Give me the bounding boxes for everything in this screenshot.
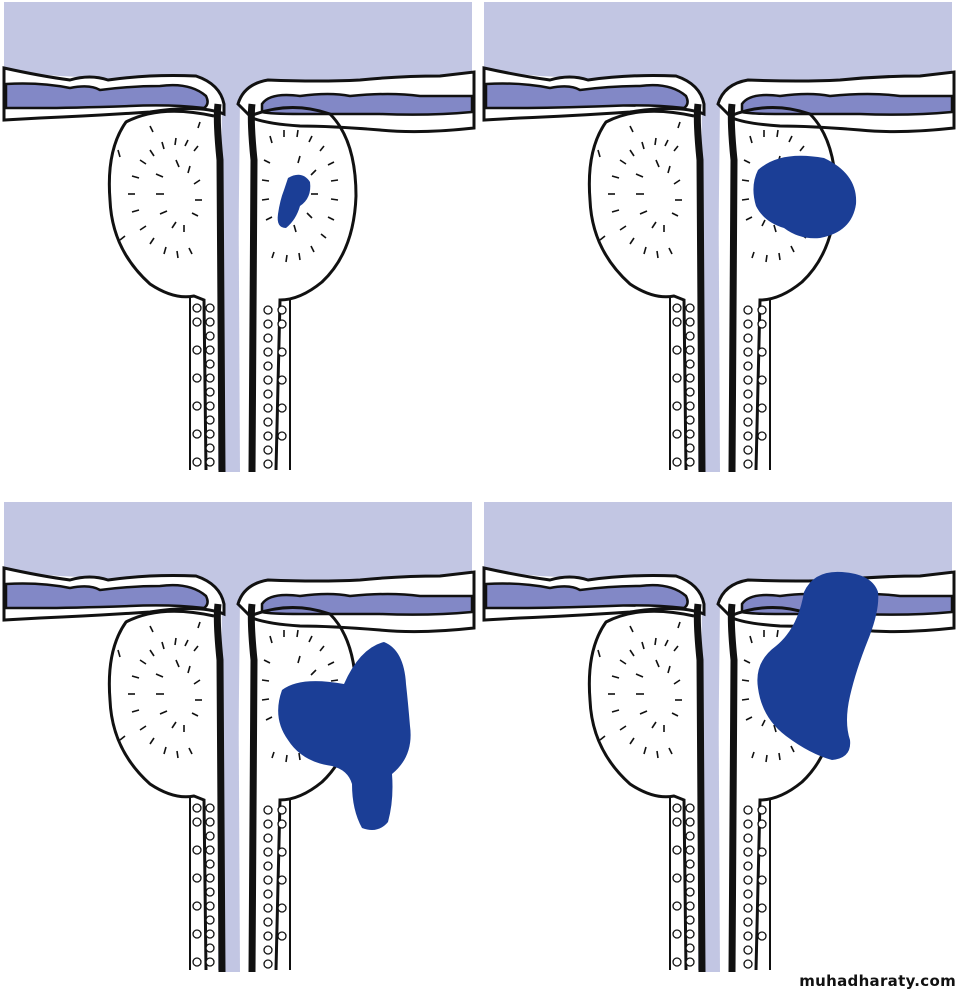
anatomy-diagram-3 xyxy=(0,500,476,982)
anatomy-diagram-1 xyxy=(0,0,476,482)
tumor-3 xyxy=(278,642,411,830)
anatomy-diagram-2 xyxy=(480,0,956,482)
tumor-4 xyxy=(757,571,879,760)
tumor-1 xyxy=(277,174,311,228)
stage-panel-4 xyxy=(480,500,956,982)
anatomy-diagram-4 xyxy=(480,500,956,982)
stage-panel-2 xyxy=(480,0,956,482)
stage-panel-1 xyxy=(0,0,476,482)
tumor-2 xyxy=(753,155,857,239)
watermark-text: muhadharaty.com xyxy=(799,972,956,990)
stage-panel-3 xyxy=(0,500,476,982)
